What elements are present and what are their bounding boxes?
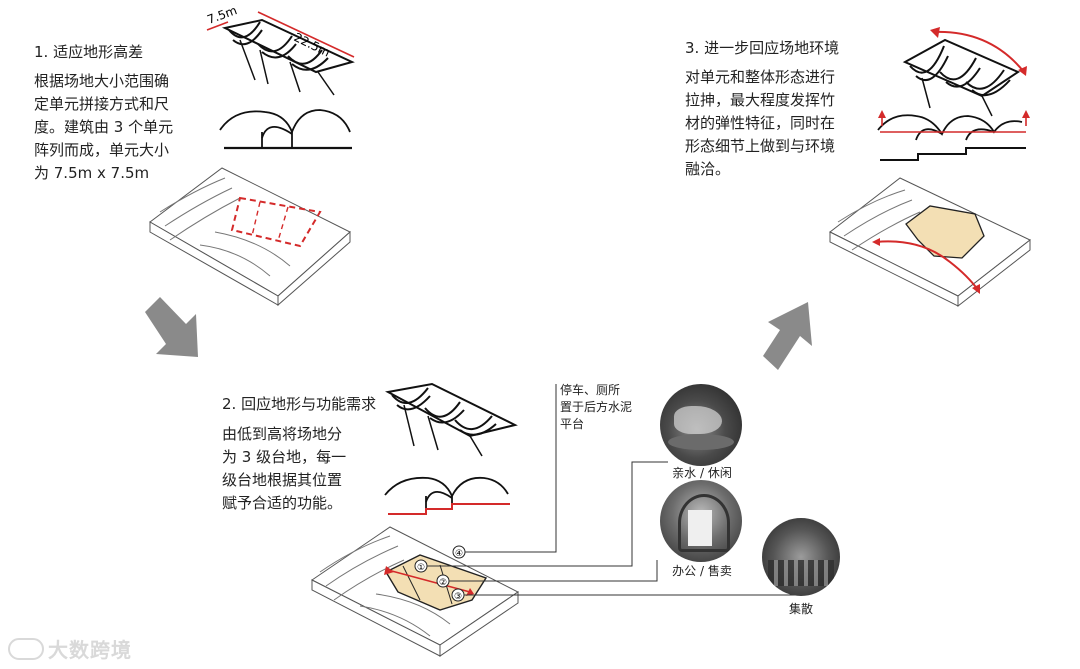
water-leisure-label: 亲水 / 休闲 [672,466,732,480]
dim-long-label: 22.5m [292,30,333,59]
step3-section [877,110,1030,161]
watermark-text: 大数跨境 [48,638,132,662]
step2-line: 赋予合适的功能。 [222,494,343,512]
office-sales-label: 办公 / 售卖 [672,564,732,578]
step1-title: 1. 适应地形高差 [34,43,144,61]
dim-short-label: 7.5m [205,3,239,27]
step1-section [219,109,352,150]
parking-note: 停车、厕所 置于后方水泥 平台 [560,382,632,433]
step2-line: 由低到高将场地分 [222,425,343,443]
leader-lines [427,384,804,596]
stretch-arrow-top [933,30,1025,73]
step3-line: 形态细节上做到与环境 [685,137,836,155]
arrow-up-right-icon [763,302,812,370]
arrow-down-right-icon [145,297,198,357]
step3-line: 对单元和整体形态进行 [685,68,836,86]
step1-body: 根据场地大小范围确 定单元拼接方式和尺 度。建筑由 3 个单元 阵列而成，单元大… [34,70,173,185]
step1-line: 根据场地大小范围确 [34,72,170,90]
parking-note-line: 置于后方水泥 [560,400,633,414]
step1-line: 度。建筑由 3 个单元 [34,118,174,136]
step2-roof-axon [385,382,518,457]
step3-title: 3. 进一步回应场地环境 [685,39,840,57]
gathering-photo [762,518,840,596]
step3-line: 拉抻，最大程度发挥竹 [685,91,836,109]
marker-3: ③ [454,592,462,602]
marker-2: ② [439,578,447,588]
step1-line: 阵列而成，单元大小 [34,141,170,159]
step1-line: 为 7.5m x 7.5m [34,164,150,182]
parking-note-line: 平台 [560,417,585,431]
parking-note-line: 停车、厕所 [560,383,621,397]
step2-site-axon [311,526,519,657]
watermark: 大数跨境 [8,634,132,663]
step2-line: 为 3 级台地，每一 [222,448,347,466]
step2-body: 由低到高将场地分 为 3 级台地，每一 级台地根据其位置 赋予合适的功能。 [222,423,346,515]
step2-section [384,476,510,515]
water-leisure-photo [660,384,742,466]
marker-1: ① [417,563,425,573]
step3-site-axon [829,177,1031,308]
step3-line: 材的弹性特征，同时在 [685,114,836,132]
step2-title: 2. 回应地形与功能需求 [222,395,377,413]
gathering-label: 集散 [788,602,813,616]
step3-roof-axon [902,38,1021,117]
step1-site-axon [149,167,351,307]
step3-line: 融洽。 [685,160,731,178]
marker-4: ④ [455,549,463,559]
step1-roof-axon [221,18,355,96]
platform-markers [414,545,466,602]
step1-line: 定单元拼接方式和尺 [34,95,170,113]
step1-dimension-lines [206,11,355,58]
watermark-logo-icon [8,637,44,660]
office-sales-photo [660,480,742,562]
step2-line: 级台地根据其位置 [222,471,343,489]
step3-body: 对单元和整体形态进行 拉抻，最大程度发挥竹 材的弹性特征，同时在 形态细节上做到… [685,66,835,181]
